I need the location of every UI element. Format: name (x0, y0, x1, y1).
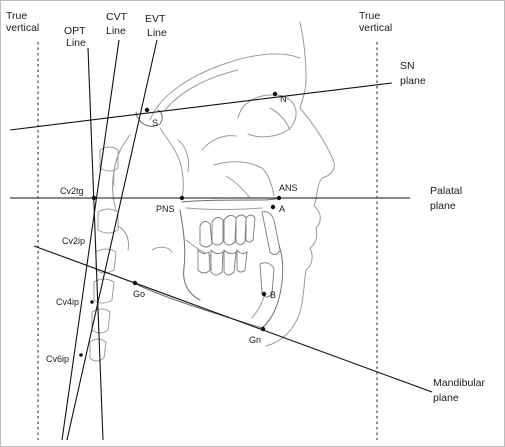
mandibular-plane-line (33, 245, 433, 393)
true-vertical-left-label-2: vertical (6, 22, 39, 34)
sn-plane-line (9, 82, 393, 131)
true-vertical-left-label-1: True (6, 10, 27, 22)
opt-line-label-2: Line (66, 37, 86, 49)
landmark-label-cv4ip: Cv4ip (56, 297, 79, 307)
landmark-label-cv2tg: Cv2tg (60, 186, 84, 196)
evt-line (66, 39, 158, 441)
gonion-point (132, 280, 138, 286)
ans-point (276, 195, 282, 201)
nasion-point (272, 91, 278, 97)
landmark-label-pns: PNS (156, 204, 175, 214)
cvt-line-label-2: Line (106, 25, 126, 37)
landmark-label-cv2ip: Cv2ip (62, 236, 85, 246)
landmark-label-n: N (280, 94, 287, 104)
landmark-label-cv6ip: Cv6ip (46, 354, 69, 364)
gnathion-point (260, 326, 266, 332)
evt-line-label-1: EVT (145, 13, 166, 25)
dentition (197, 211, 281, 298)
palatal-plane-label-2: plane (430, 200, 456, 212)
landmark-label-a: A (279, 204, 285, 214)
sn-plane-label-2: plane (400, 75, 426, 87)
landmark-label-go: Go (133, 289, 145, 299)
opt-line-label-1: OPT (64, 25, 86, 37)
mandibular-plane-label-1: Mandibular (433, 377, 485, 389)
pns-point (179, 195, 185, 201)
cvt-line-label-1: CVT (106, 11, 128, 23)
landmark-label-gn: Gn (249, 335, 261, 345)
cvt-line (61, 39, 120, 441)
opt-line (87, 47, 104, 441)
palatal-plane-label-1: Palatal (430, 185, 462, 197)
landmark-label-ans: ANS (279, 183, 298, 193)
cv6ip-point (79, 353, 83, 357)
true-vertical-right-label-2: vertical (359, 22, 392, 34)
sella-point (144, 107, 150, 113)
skull-outline (112, 53, 301, 329)
landmark-label-s: S (152, 118, 158, 128)
cv4ip-point (90, 300, 94, 304)
b-point (261, 291, 267, 297)
a-point (270, 204, 276, 210)
landmark-label-b: B (270, 290, 276, 300)
cv2tg-point (91, 195, 97, 201)
true-vertical-right-label-1: True (359, 10, 380, 22)
sn-plane-label-1: SN (400, 60, 415, 72)
evt-line-label-2: Line (147, 27, 167, 39)
soft-tissue-profile (265, 21, 335, 347)
mandibular-plane-label-2: plane (433, 392, 459, 404)
